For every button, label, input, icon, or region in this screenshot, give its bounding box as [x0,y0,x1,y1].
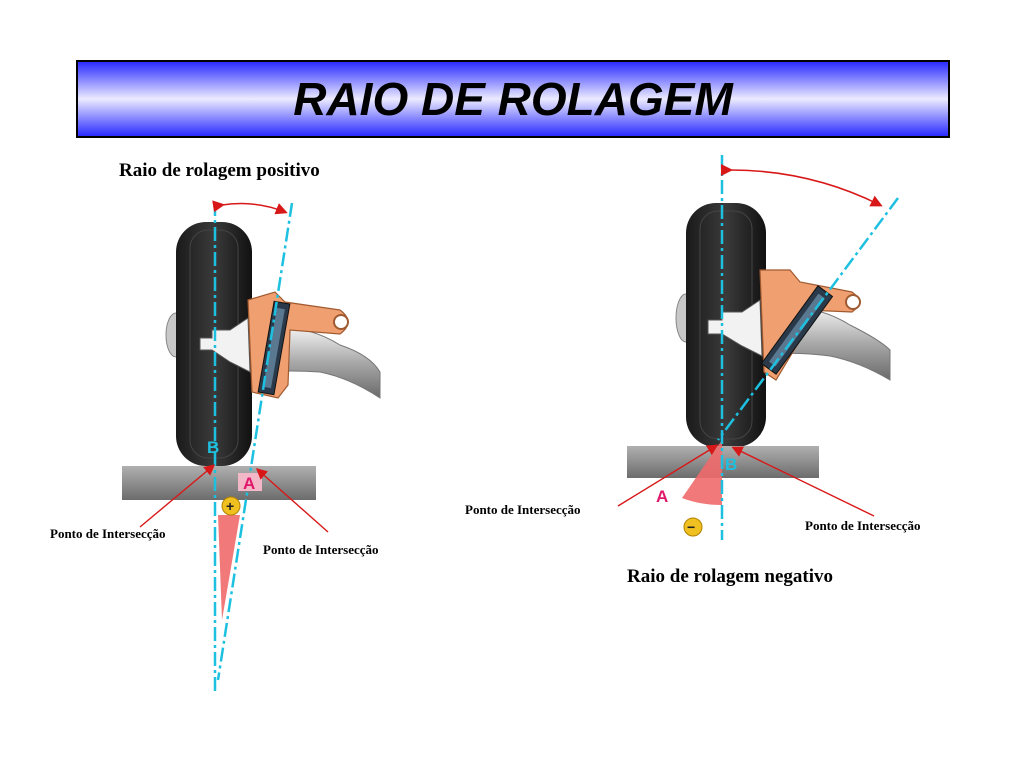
left-ground [122,466,316,500]
right-heading: Raio de rolagem negativo [627,566,833,587]
left-wedge [218,515,240,620]
left-angle-arrow [212,200,288,215]
left-callout-b: Ponto de Intersecção [50,526,166,541]
left-sign: + [226,498,234,514]
right-callout-line-a [617,444,719,507]
left-callout-line-b [139,464,216,528]
right-kingpin-axis [716,197,900,441]
left-heading: Raio de rolagem positivo [119,160,320,181]
right-callout-line-b [731,446,875,517]
right-assembly [675,203,891,447]
right-marker-b: B [725,455,737,474]
left-callout-line-a [255,468,329,533]
right-callout-b: Ponto de Intersecção [805,518,921,533]
right-callout-a: Ponto de Intersecção [465,502,581,517]
right-sign: − [687,519,695,535]
right-angle-arrow [720,163,883,207]
left-kingpin-axis [216,202,294,681]
left-assembly [165,222,381,466]
left-marker-a: A [243,474,255,493]
left-callout-a: Ponto de Intersecção [263,542,379,557]
left-sign-circle [221,496,241,516]
title-banner: RAIO DE ROLAGEM [76,60,950,138]
right-wedge [682,440,722,505]
left-marker-b: B [207,438,219,457]
page-title: RAIO DE ROLAGEM [293,73,733,125]
right-marker-a: A [656,487,668,506]
right-sign-circle [683,517,703,537]
